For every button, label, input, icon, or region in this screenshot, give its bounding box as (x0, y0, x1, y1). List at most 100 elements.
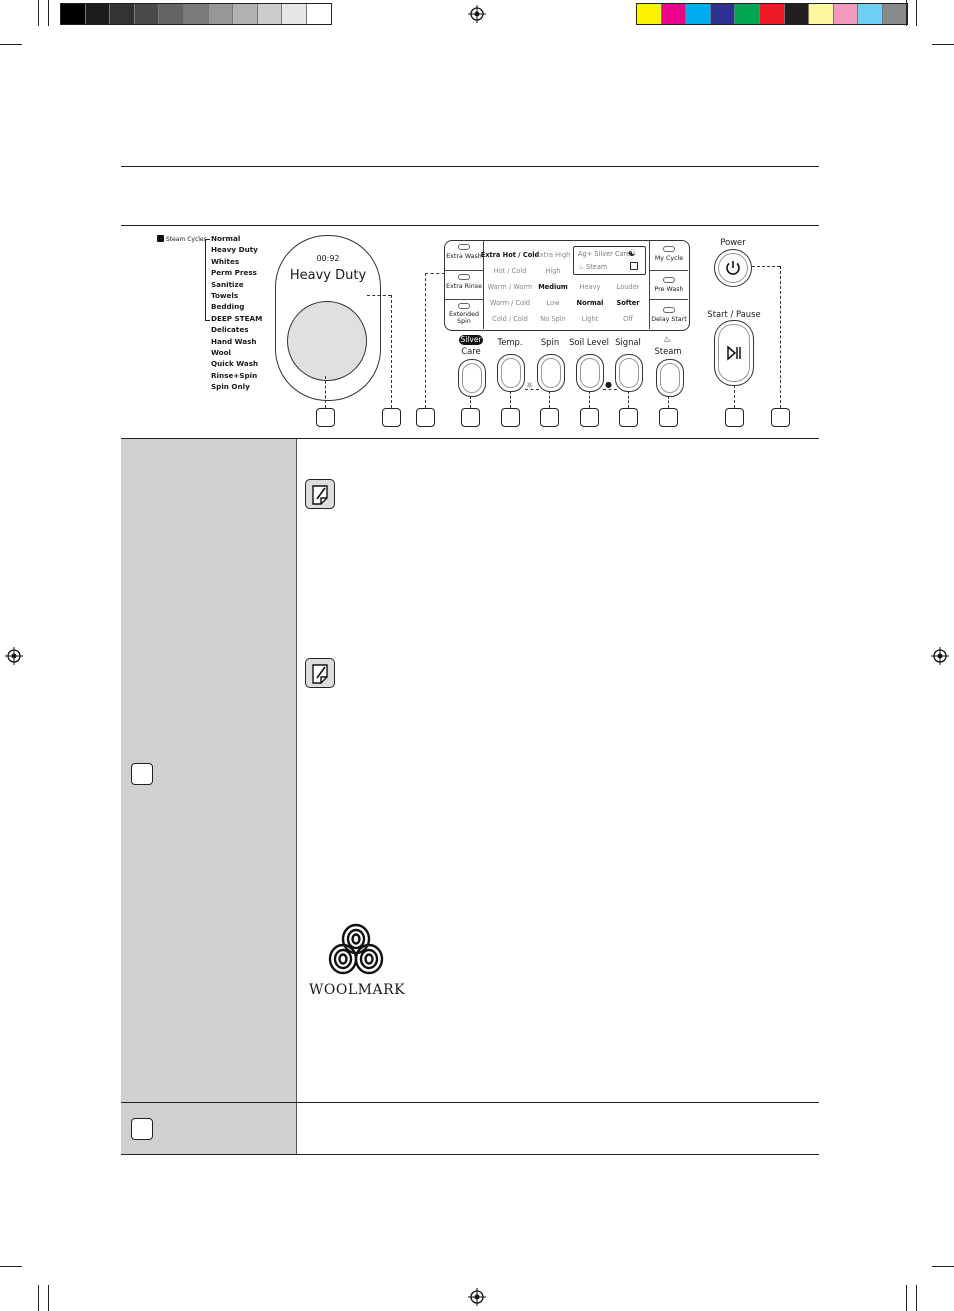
callout-box (771, 408, 790, 427)
extra-rinse-option[interactable]: Extra Rinse (446, 274, 482, 290)
note-icon (305, 479, 335, 509)
option-label: Delay Start (651, 316, 687, 323)
cycle-selector-dial[interactable] (287, 301, 367, 381)
silver-badge: Silver (459, 335, 483, 345)
callout-box (540, 408, 559, 427)
cycle-item: Delicates (211, 325, 249, 335)
cycle-item: Hand Wash (211, 336, 257, 346)
spin-button[interactable] (537, 354, 565, 392)
leader-line (589, 391, 590, 408)
gray-swatch (109, 4, 134, 24)
color-swatch (637, 4, 661, 24)
spin-option: No Spin (540, 315, 566, 323)
signal-label: Signal (615, 337, 641, 347)
leader-line (780, 266, 781, 408)
silver-care-button[interactable] (458, 359, 486, 397)
extended-spin-option[interactable]: Extended Spin (446, 303, 482, 326)
woolmark-logo (328, 923, 384, 975)
play-pause-icon (727, 345, 741, 361)
option-label: Extended Spin (449, 311, 479, 325)
gray-swatch (281, 4, 306, 24)
led-indicator (458, 244, 470, 250)
steam-cycles-label: Steam Cycles (165, 236, 207, 243)
color-swatch (660, 4, 686, 24)
gray-swatch (207, 4, 233, 24)
cycle-item: Heavy Duty (211, 245, 258, 255)
leader-line (391, 295, 392, 408)
callout-box (316, 408, 335, 427)
gray-swatch (182, 4, 208, 24)
steam-button[interactable] (656, 359, 684, 397)
crop-mark (906, 0, 907, 26)
color-swatch (881, 4, 907, 24)
header-rule (121, 225, 819, 226)
crop-mark (38, 1285, 39, 1311)
extra-wash-option[interactable]: Extra Wash (446, 244, 482, 260)
temp-option: Extra Hot / Cold (480, 251, 540, 259)
crop-mark (48, 1285, 49, 1311)
combo-dash (525, 389, 539, 390)
soil-option: Heavy (579, 283, 601, 291)
steam-icon: ♨ (578, 263, 584, 271)
color-bar (636, 3, 908, 25)
silver-care-status-label: Silver Care (594, 250, 631, 258)
crop-mark (0, 1266, 22, 1267)
callout-box (382, 408, 401, 427)
option-label: Pre Wash (654, 286, 684, 293)
gray-swatch (133, 4, 159, 24)
crop-mark (906, 1285, 907, 1311)
leader-line (628, 391, 629, 408)
callout-box (659, 408, 678, 427)
crop-mark (48, 0, 49, 26)
crop-mark (916, 1285, 917, 1311)
leader-line (510, 391, 511, 408)
crop-mark (0, 44, 22, 45)
led-indicator (663, 307, 675, 313)
child-lock-icon (630, 262, 638, 270)
delay-start-option[interactable]: Delay Start (651, 307, 687, 323)
spin-option: Extra High (535, 251, 571, 259)
cycle-item: Bedding (211, 302, 245, 312)
steam-bracket (205, 239, 210, 321)
option-label: My Cycle (654, 255, 684, 262)
cycle-item: Normal (211, 234, 241, 243)
callout-box (580, 408, 599, 427)
gray-swatch (256, 4, 282, 24)
cycle-item: DEEP STEAM (211, 313, 263, 323)
row-number-box (131, 1118, 153, 1140)
steam-cycles-legend: Steam Cycles (157, 235, 207, 243)
led-indicator (663, 277, 675, 283)
start-pause-label: Start / Pause (707, 309, 761, 319)
led-indicator (663, 246, 675, 252)
panel-divider (483, 241, 484, 329)
spin-option: Medium (538, 283, 568, 291)
power-icon (726, 261, 740, 275)
color-swatch (758, 4, 784, 24)
soil-level-button[interactable] (576, 354, 604, 392)
color-swatch (734, 4, 759, 24)
temp-button[interactable] (497, 354, 525, 392)
color-swatch (685, 4, 710, 24)
my-cycle-option[interactable]: My Cycle (651, 246, 687, 262)
signal-option: Off (623, 315, 633, 323)
callout-box (461, 408, 480, 427)
leader-line (325, 376, 326, 408)
soil-option: Normal (576, 299, 604, 307)
pre-wash-option[interactable]: Pre Wash (651, 277, 687, 293)
color-swatch (857, 4, 882, 24)
soil-level-label: Soil Level (569, 337, 609, 347)
panel-divider (445, 270, 483, 271)
option-display-panel (444, 240, 690, 331)
leader-line (549, 391, 550, 408)
soil-option: Light (581, 315, 599, 323)
display-cycle: Heavy Duty (289, 268, 367, 283)
panel-divider (650, 299, 688, 300)
color-swatch (832, 4, 858, 24)
cycle-item: Quick Wash (211, 359, 259, 369)
leader-line (734, 385, 735, 408)
power-button[interactable] (714, 249, 752, 287)
start-pause-button[interactable] (714, 320, 754, 386)
signal-button[interactable] (615, 354, 643, 392)
dial-display-bezel (275, 235, 381, 401)
display-time: 00:92 (316, 254, 340, 263)
